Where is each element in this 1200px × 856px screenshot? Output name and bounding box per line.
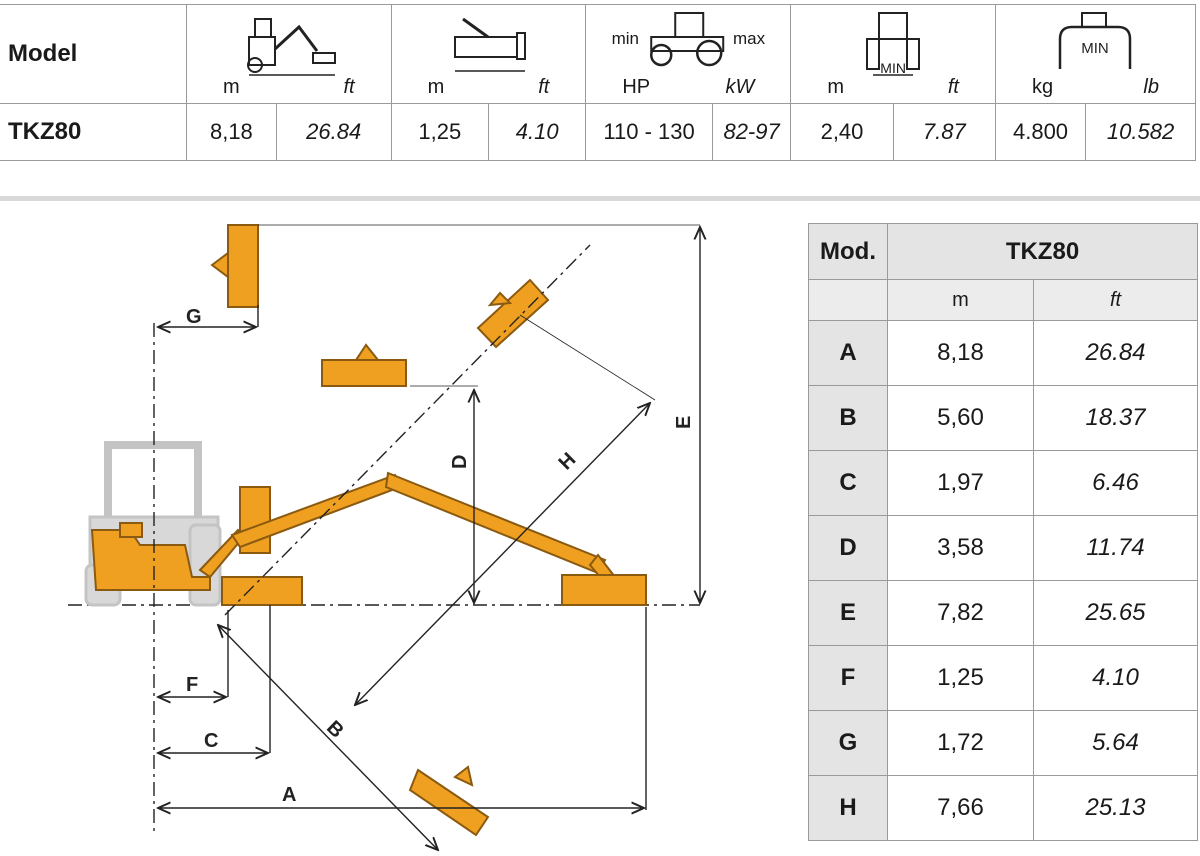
label-f: F <box>186 674 198 696</box>
model-header: Model <box>0 4 187 104</box>
label-c: C <box>204 730 218 752</box>
unit-m-header: m <box>887 279 1034 321</box>
max-label: max <box>732 29 766 48</box>
model-name: TKZ80 <box>0 103 187 161</box>
min-label: MIN <box>880 60 906 76</box>
weight-lb: 10.582 <box>1085 103 1196 161</box>
label-g: G <box>186 306 202 328</box>
blank-cell <box>808 279 888 321</box>
min-label: min <box>611 29 639 48</box>
model-header: TKZ80 <box>887 223 1198 280</box>
width-ft: 4.10 <box>487 103 587 161</box>
mod-header: Mod. <box>808 223 888 280</box>
tractor-power-icon <box>649 12 724 67</box>
power-column-header: min max HP kW <box>585 4 792 104</box>
weight-column-header: MIN kg lb <box>994 4 1197 104</box>
power-kw: 82-97 <box>711 103 792 161</box>
row-m: 7,66 <box>887 775 1034 841</box>
cutting-width-icon <box>454 17 527 72</box>
row-m: 5,60 <box>887 385 1034 451</box>
unit-lb: lb <box>1143 76 1159 98</box>
row-ft: 25.13 <box>1033 775 1198 841</box>
row-m: 3,58 <box>887 515 1034 581</box>
row-letter: A <box>808 320 888 386</box>
unit-kw: kW <box>725 76 755 98</box>
row-letter: C <box>808 450 888 516</box>
section-divider <box>0 196 1200 201</box>
reach-ft: 26.84 <box>275 103 392 161</box>
width-m: 1,25 <box>390 103 489 161</box>
reach-column-header: m ft <box>186 4 392 104</box>
reach-icon <box>246 18 336 76</box>
row-ft: 6.46 <box>1033 450 1198 516</box>
row-m: 1,97 <box>887 450 1034 516</box>
unit-m: m <box>223 76 240 98</box>
unit-ft: ft <box>947 76 959 98</box>
label-a: A <box>282 784 296 806</box>
track-ft: 7.87 <box>892 103 996 161</box>
row-ft: 11.74 <box>1033 515 1198 581</box>
row-letter: H <box>808 775 888 841</box>
track-width-column-header: m MIN ft <box>790 4 996 104</box>
row-ft: 5.64 <box>1033 710 1198 776</box>
row-m: 7,82 <box>887 580 1034 646</box>
row-ft: 26.84 <box>1033 320 1198 386</box>
weight-kg: 4.800 <box>994 103 1087 161</box>
unit-m: m <box>827 76 845 98</box>
table-row: TKZ80 8,18 26.84 1,25 4.10 110 - 130 82-… <box>0 103 1196 161</box>
row-ft: 4.10 <box>1033 645 1198 711</box>
row-letter: E <box>808 580 888 646</box>
row-ft: 25.65 <box>1033 580 1198 646</box>
row-m: 8,18 <box>887 320 1034 386</box>
row-ft: 18.37 <box>1033 385 1198 451</box>
unit-kg: kg <box>1031 76 1054 98</box>
width-column-header: m ft <box>390 4 587 104</box>
track-m: 2,40 <box>790 103 894 161</box>
track-width-icon <box>866 12 921 76</box>
label-e: E <box>673 416 695 429</box>
weight-icon: MIN <box>1059 12 1132 69</box>
unit-ft-header: ft <box>1033 279 1198 321</box>
power-hp: 110 - 130 <box>585 103 713 161</box>
dimension-diagram: G F C A B D E H <box>68 224 780 855</box>
unit-hp: HP <box>622 76 651 98</box>
row-letter: D <box>808 515 888 581</box>
row-m: 1,25 <box>887 645 1034 711</box>
unit-m: m <box>427 76 445 98</box>
row-letter: G <box>808 710 888 776</box>
label-h: H <box>555 449 581 475</box>
row-letter: B <box>808 385 888 451</box>
unit-ft: ft <box>343 76 355 98</box>
row-letter: F <box>808 645 888 711</box>
label-d: D <box>449 455 471 469</box>
unit-ft: ft <box>538 76 550 98</box>
label-b: B <box>322 717 348 743</box>
min-label: MIN <box>1082 40 1110 57</box>
row-m: 1,72 <box>887 710 1034 776</box>
reach-m: 8,18 <box>186 103 277 161</box>
spec-table: Model m ft m ft min <box>0 4 1197 161</box>
